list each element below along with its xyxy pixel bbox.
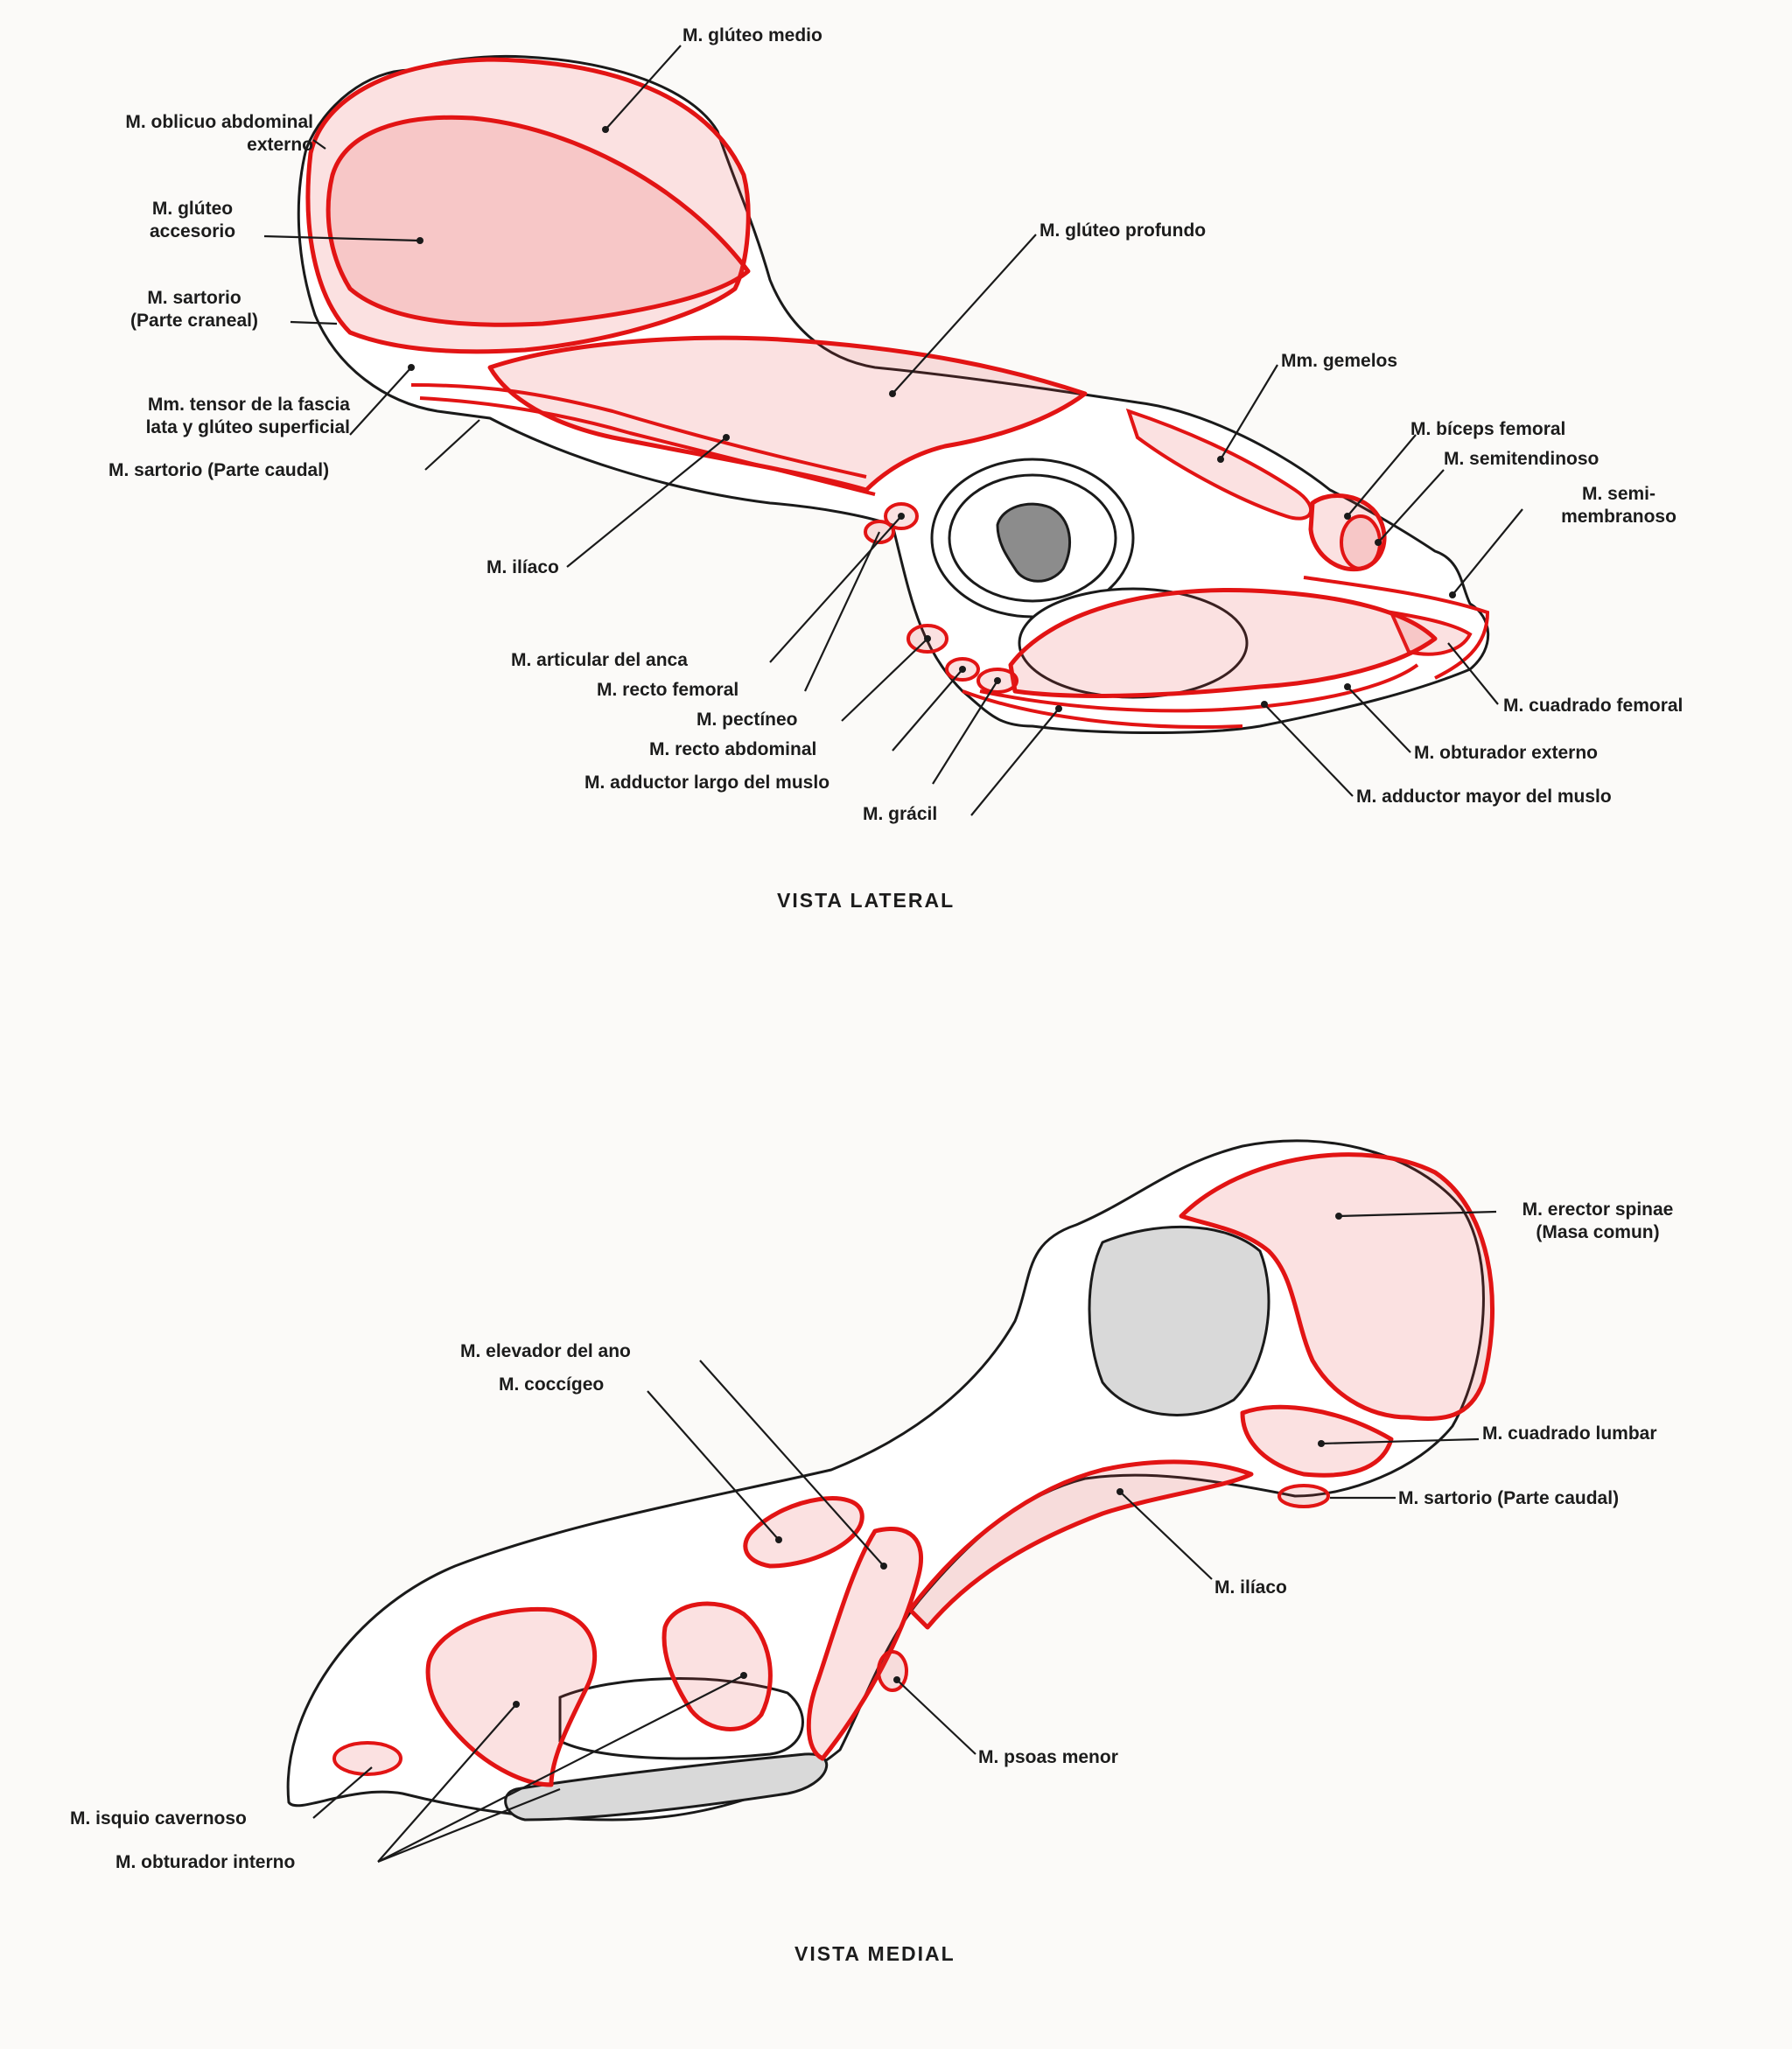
medial-view-bone [286,1139,1485,1822]
symphysis [504,1752,829,1822]
title-vista-medial: VISTA MEDIAL [794,1942,956,1965]
label-gluteo-profundo: M. glúteo profundo [1040,220,1207,241]
acetabular-fossa [996,502,1072,583]
label-tensor-line2: lata y glúteo superficial [145,417,350,437]
label-recto-abdominal: M. recto abdominal [649,739,817,759]
label-erector-line1: M. erector spinae [1522,1199,1674,1220]
label-sartorio-craneal-line1: M. sartorio [147,288,242,308]
label-pectineo: M. pectíneo [696,710,798,730]
label-sartorio-caudal-medial: M. sartorio (Parte caudal) [1398,1488,1620,1508]
label-sartorio-craneal: M. sartorio (Parte craneal) [98,287,290,332]
lateral-view-muscles [305,57,1490,729]
label-oblicuo-line2: externo [247,135,313,155]
label-articular-anca: M. articular del anca [511,650,688,670]
label-sartorio-caudal: M. sartorio (Parte caudal) [108,460,330,480]
label-erector-line2: (Masa comun) [1536,1222,1660,1242]
label-gemelos: Mm. gemelos [1281,351,1398,371]
label-tensor-fascia: Mm. tensor de la fascia lata y glúteo su… [35,394,350,439]
label-gluteo-accesorio: M. glúteo accesorio [105,198,280,243]
acetabulum-rim [948,473,1117,603]
label-isquio-cavernoso: M. isquio cavernoso [70,1808,247,1829]
area-biceps-femoral [1308,493,1387,572]
label-semimembranoso-line1: M. semi- [1581,484,1656,504]
area-isquio-cavernoso [332,1741,402,1776]
label-cuadrado-femoral: M. cuadrado femoral [1503,696,1684,716]
label-iliaco-medial: M. ilíaco [1214,1577,1287,1598]
area-obturador-interno-a [425,1606,598,1787]
band-sartorio-caudal [410,383,867,479]
medial-view-muscles [332,1152,1495,1787]
label-cuadrado-lumbar: M. cuadrado lumbar [1482,1423,1657,1444]
area-iliaco-medial [907,1459,1254,1630]
area-adductor-mayor [1008,587,1438,698]
label-iliaco: M. ilíaco [486,557,559,577]
label-adductor-largo: M. adductor largo del muslo [584,773,830,793]
area-semitendinoso [1340,514,1382,570]
area-cuadrado-lumbar [1240,1404,1394,1478]
label-obturador-externo: M. obturador externo [1414,743,1599,763]
area-erector-spinae [1179,1152,1495,1422]
medial-leaders [312,1210,1497,1864]
area-gluteo-accesorio [326,115,751,327]
band-iliaco [419,396,876,496]
label-gluteo-accesorio-line1: M. glúteo [151,199,234,219]
label-coccigeo: M. coccígeo [499,1374,605,1395]
label-obturador-interno: M. obturador interno [116,1852,296,1872]
area-gluteo-profundo [487,335,1088,493]
title-vista-lateral: VISTA LATERAL [777,889,956,912]
area-gluteo-medio [305,57,751,354]
label-psoas-menor: M. psoas menor [978,1747,1118,1767]
label-biceps-femoral: M. bíceps femoral [1410,419,1566,439]
label-sartorio-craneal-line2: (Parte craneal) [130,311,258,331]
label-gluteo-accesorio-line2: accesorio [149,221,236,241]
band-gracil [962,689,1243,729]
area-coccigeo [743,1496,864,1569]
label-semimembranoso: M. semi- membranoso [1522,483,1715,528]
auricular-surface [1088,1225,1270,1416]
label-gluteo-medio: M. glúteo medio [682,25,822,45]
area-elevador-ano [806,1526,924,1761]
label-oblicuo-abdominal: M. oblicuo abdominal externo [35,111,313,157]
lateral-leaders [263,45,1523,816]
label-gracil: M. grácil [863,804,938,824]
label-semimembranoso-line2: membranoso [1561,507,1676,527]
label-adductor-mayor: M. adductor mayor del muslo [1356,787,1612,807]
area-obturador-interno-b [662,1601,773,1731]
label-elevador-ano: M. elevador del ano [460,1341,631,1361]
label-erector-spinae: M. erector spinae (Masa comun) [1493,1199,1703,1244]
label-oblicuo-line1: M. oblicuo abdominal [125,112,313,132]
area-sartorio-medial [1278,1484,1330,1508]
label-recto-femoral: M. recto femoral [597,680,739,700]
label-tensor-line1: Mm. tensor de la fascia [147,395,350,415]
label-semitendinoso: M. semitendinoso [1444,449,1600,469]
